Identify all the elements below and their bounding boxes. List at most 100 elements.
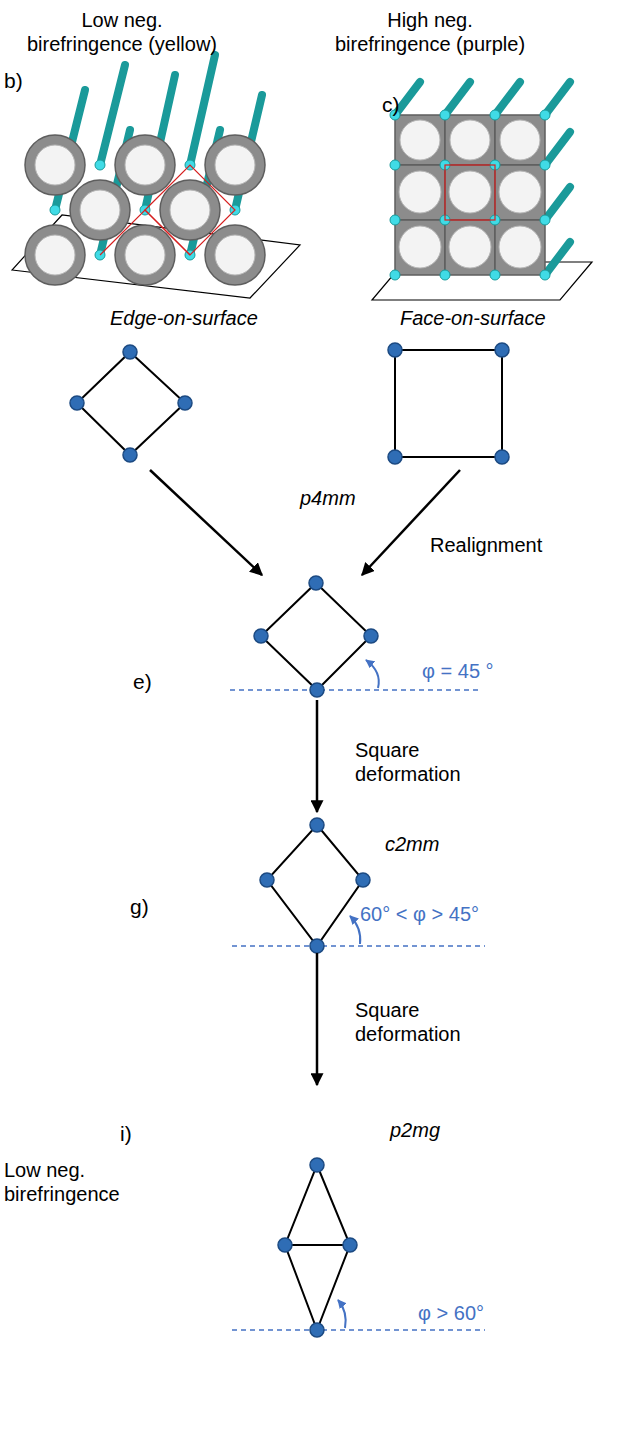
- face-on-illustration: [540, 215, 550, 225]
- lattice-panel: g) c2mm 60° < φ > 45°: [120, 812, 495, 953]
- face-on-illustration: [445, 165, 495, 220]
- face-on-illustration: [495, 220, 545, 275]
- face-on-illustration: [445, 220, 495, 275]
- lattice-point: [309, 576, 323, 590]
- face-on-illustration: [395, 115, 445, 165]
- edge-on-illustration: [12, 55, 300, 298]
- lattice-point: [310, 1323, 324, 1337]
- face-on-illustration: [449, 226, 491, 268]
- face-on-illustration: [495, 165, 545, 220]
- panel-label: Low neg. birefringence (yellow): [24, 8, 220, 56]
- lattice-cell: [285, 1244, 350, 1246]
- lattice-panel: High neg. birefringence (purple)c)Face-o…: [325, 8, 615, 470]
- panel-label: φ = 45 °: [422, 659, 494, 683]
- face-on-illustration: [540, 110, 550, 120]
- face-on-illustration: [400, 120, 440, 160]
- face-on-illustration: [449, 171, 491, 213]
- edge-on-illustration: [25, 225, 85, 285]
- face-on-illustration: [372, 82, 592, 300]
- face-on-illustration: [395, 220, 445, 275]
- lattice-cell: [77, 350, 502, 457]
- face-on-illustration: [445, 82, 470, 115]
- lattice-point: [495, 450, 509, 464]
- lattice-cell: [267, 825, 363, 946]
- process-label: Square deformation: [355, 998, 485, 1046]
- face-on-illustration: [490, 270, 500, 280]
- lattice-point: [495, 343, 509, 357]
- edge-on-illustration: [125, 145, 165, 185]
- panel-label: φ > 60°: [418, 1301, 484, 1325]
- face-on-illustration: [500, 120, 540, 160]
- lattice-point: [260, 873, 274, 887]
- edge-on-illustration: [215, 145, 255, 185]
- panel-label: c2mm: [385, 832, 439, 856]
- lattice-point: [123, 448, 137, 462]
- flow-arrow: [362, 470, 460, 575]
- lattice-cell: [261, 583, 371, 1330]
- process-label: Realignment: [430, 533, 580, 557]
- face-on-illustration: [390, 160, 400, 170]
- face-on-illustration: [540, 270, 550, 280]
- flow-arrow: [150, 470, 262, 575]
- reference-line: [232, 1329, 485, 1330]
- face-on-illustration: [399, 171, 441, 213]
- lattice-point: [278, 1238, 292, 1252]
- edge-on-illustration: [115, 225, 175, 285]
- panel-label: i): [120, 1121, 132, 1146]
- face-on-illustration: [499, 226, 541, 268]
- plane-group-label: Low neg. birefringence: [4, 1158, 134, 1206]
- lattice-cell: [77, 352, 185, 455]
- edge-on-illustration: [95, 160, 105, 170]
- lattice-panel: i)p2mgφ > 60°: [115, 1085, 495, 1340]
- panel-label: g): [130, 894, 149, 919]
- panel-label: High neg. birefringence (purple): [332, 8, 528, 56]
- reference-line: [232, 945, 485, 946]
- edge-on-illustration: [100, 210, 190, 255]
- edge-on-illustration: [205, 135, 265, 195]
- lattice-point: [388, 450, 402, 464]
- edge-on-illustration: [215, 235, 255, 275]
- lattice-panel: Low neg. birefringence (yellow)b)Edge-on…: [0, 8, 305, 470]
- panel-label: Face-on-surface: [400, 306, 546, 330]
- face-on-illustration: [399, 226, 441, 268]
- face-on-illustration: [440, 110, 450, 120]
- reference-line: [230, 689, 482, 690]
- face-on-illustration: [545, 132, 570, 165]
- lattice-point: [343, 1238, 357, 1252]
- face-on-illustration: [545, 242, 570, 275]
- face-on-illustration: [490, 110, 500, 120]
- face-on-illustration: [450, 120, 490, 160]
- face-on-illustration: [390, 215, 400, 225]
- edge-on-illustration: [25, 135, 85, 195]
- face-on-illustration: [499, 171, 541, 213]
- face-on-illustration: [545, 187, 570, 220]
- process-label: Square deformation: [355, 738, 485, 786]
- edge-on-illustration: [35, 145, 255, 275]
- edge-on-illustration: [12, 215, 300, 298]
- lattice-point: [254, 629, 268, 643]
- panel-label: 60° < φ > 45°: [360, 902, 479, 926]
- face-on-illustration: [445, 115, 495, 165]
- angle-arrow: [350, 916, 360, 944]
- lattice-point: [356, 873, 370, 887]
- edge-on-illustration: [50, 160, 240, 260]
- face-on-illustration: [540, 160, 550, 170]
- flow-arrow: [316, 700, 319, 812]
- plane-group-label: p4mm: [300, 486, 356, 510]
- reference-line: [230, 690, 485, 1330]
- edge-on-illustration: [25, 135, 265, 285]
- edge-on-illustration: [145, 165, 235, 255]
- face-on-illustration: [395, 82, 570, 275]
- edge-on-illustration: [70, 180, 130, 240]
- face-on-illustration: [440, 270, 450, 280]
- angle-arrow: [338, 1300, 346, 1328]
- lattice-point: [70, 396, 84, 410]
- face-on-illustration: [395, 115, 545, 275]
- lattice-point: [310, 1158, 324, 1172]
- lattice-point: [123, 345, 137, 359]
- face-on-illustration: [390, 270, 400, 280]
- edge-on-illustration: [50, 205, 60, 215]
